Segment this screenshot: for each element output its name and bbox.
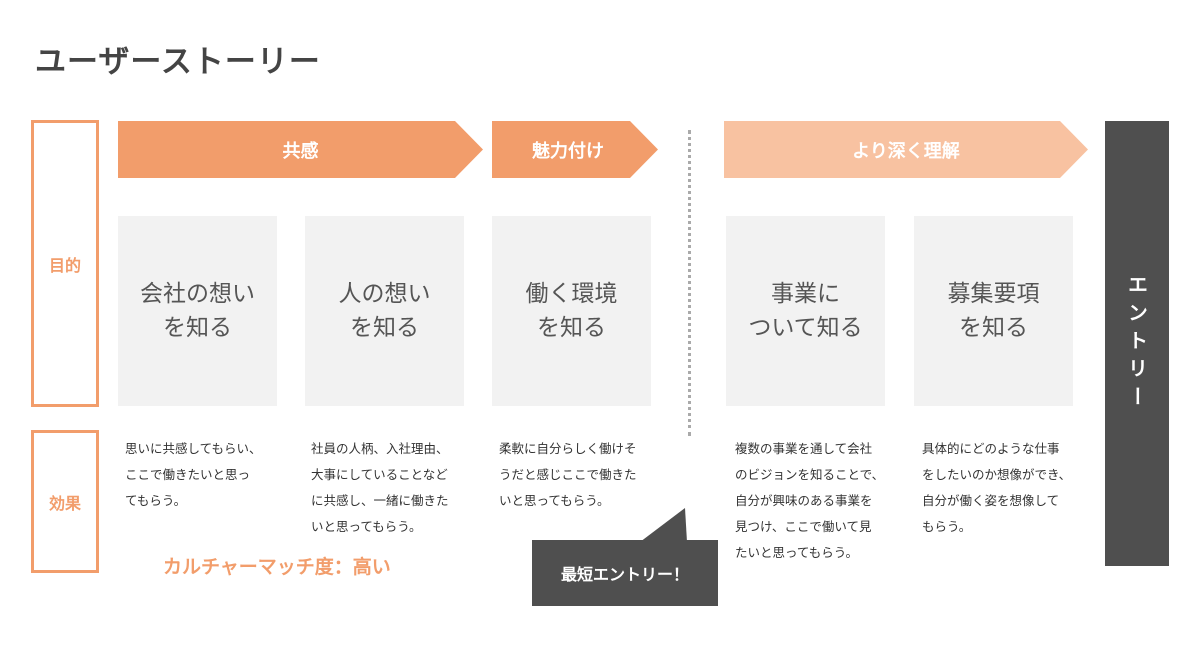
stage-label: より深く理解 bbox=[852, 140, 960, 162]
stage-label: 魅力付け bbox=[532, 140, 604, 162]
effect-line: いと思ってもらう。 bbox=[311, 519, 422, 534]
effect-label-box: 効果 bbox=[31, 430, 99, 573]
purpose-label: 目的 bbox=[48, 255, 81, 275]
stage-arrow-empathy: 共感 bbox=[118, 121, 483, 178]
purpose-label-box: 目的 bbox=[31, 120, 99, 407]
effect-text: 社員の人柄、入社理由、大事にしていることなどに共感し、一緒に働きたいと思ってもら… bbox=[311, 436, 449, 540]
page-title: ユーザーストーリー bbox=[35, 44, 321, 80]
card-line: 事業に bbox=[771, 281, 840, 307]
purpose-card: 働く環境を知る bbox=[492, 216, 651, 406]
effect-text: 具体的にどのような仕事をしたいのか想像ができ、自分が働く姿を想像してもらう。 bbox=[922, 436, 1071, 540]
effect-line: たいと思ってもらう。 bbox=[735, 545, 859, 560]
card-line: を知る bbox=[537, 315, 606, 341]
effect-line: 自分が興味のある事業を bbox=[735, 493, 873, 508]
card-line: ついて知る bbox=[748, 315, 863, 341]
effect-line: ここで働きたいと思っ bbox=[125, 467, 251, 482]
purpose-card: 募集要項を知る bbox=[914, 216, 1073, 406]
card-line: を知る bbox=[350, 315, 419, 341]
card-line: を知る bbox=[959, 315, 1028, 341]
stage-arrow-understanding: より深く理解 bbox=[724, 121, 1088, 178]
effect-line: 柔軟に自分らしく働けそ bbox=[499, 441, 637, 456]
card-line: 会社の想い bbox=[140, 281, 255, 307]
entry-bar[interactable]: エントリー bbox=[1105, 121, 1169, 566]
effect-label: 効果 bbox=[48, 493, 81, 513]
card-line: 人の想い bbox=[338, 281, 431, 307]
purpose-card: 会社の想いを知る bbox=[118, 216, 277, 406]
divider-dotted bbox=[688, 130, 691, 436]
stage-label: 共感 bbox=[282, 140, 319, 162]
effect-line: 複数の事業を通して会社 bbox=[735, 441, 873, 456]
effect-line: うだと感じここで働きた bbox=[499, 467, 637, 482]
card-line: を知る bbox=[163, 315, 232, 341]
card-line: 働く環境 bbox=[525, 281, 618, 307]
effect-line: のビジョンを知ることで、 bbox=[735, 467, 885, 482]
effect-line: 具体的にどのような仕事 bbox=[922, 441, 1060, 456]
effect-line: 見つけ、ここで働いて見 bbox=[735, 519, 872, 534]
effect-text: 思いに共感してもらい、ここで働きたいと思ってもらう。 bbox=[125, 436, 262, 514]
shortcut-label: 最短エントリー！ bbox=[560, 565, 689, 584]
effect-line: もらう。 bbox=[922, 519, 972, 534]
culture-match-text: カルチャーマッチ度：高い bbox=[163, 556, 391, 578]
effect-text: 柔軟に自分らしく働けそうだと感じここで働きたいと思ってもらう。 bbox=[499, 436, 637, 514]
shortcut-entry-bubble: 最短エントリー！ bbox=[532, 540, 718, 606]
effect-line: 思いに共感してもらい、 bbox=[125, 441, 262, 456]
purpose-card: 人の想いを知る bbox=[305, 216, 464, 406]
effect-line: 大事にしていることなど bbox=[311, 467, 448, 482]
effect-line: てもらう。 bbox=[125, 493, 187, 508]
entry-label: エントリー bbox=[1124, 273, 1149, 414]
effect-line: 社員の人柄、入社理由、 bbox=[311, 441, 449, 456]
effect-line: をしたいのか想像ができ、 bbox=[922, 467, 1072, 482]
effect-line: いと思ってもらう。 bbox=[499, 493, 610, 508]
effect-line: 自分が働く姿を想像して bbox=[922, 493, 1060, 508]
bubble-tail bbox=[640, 508, 687, 542]
effect-text: 複数の事業を通して会社のビジョンを知ることで、自分が興味のある事業を見つけ、ここ… bbox=[735, 436, 884, 566]
effect-line: に共感し、一緒に働きた bbox=[311, 493, 449, 508]
card-line: 募集要項 bbox=[947, 281, 1040, 307]
purpose-card: 事業について知る bbox=[726, 216, 885, 406]
stage-arrow-attraction: 魅力付け bbox=[492, 121, 658, 178]
